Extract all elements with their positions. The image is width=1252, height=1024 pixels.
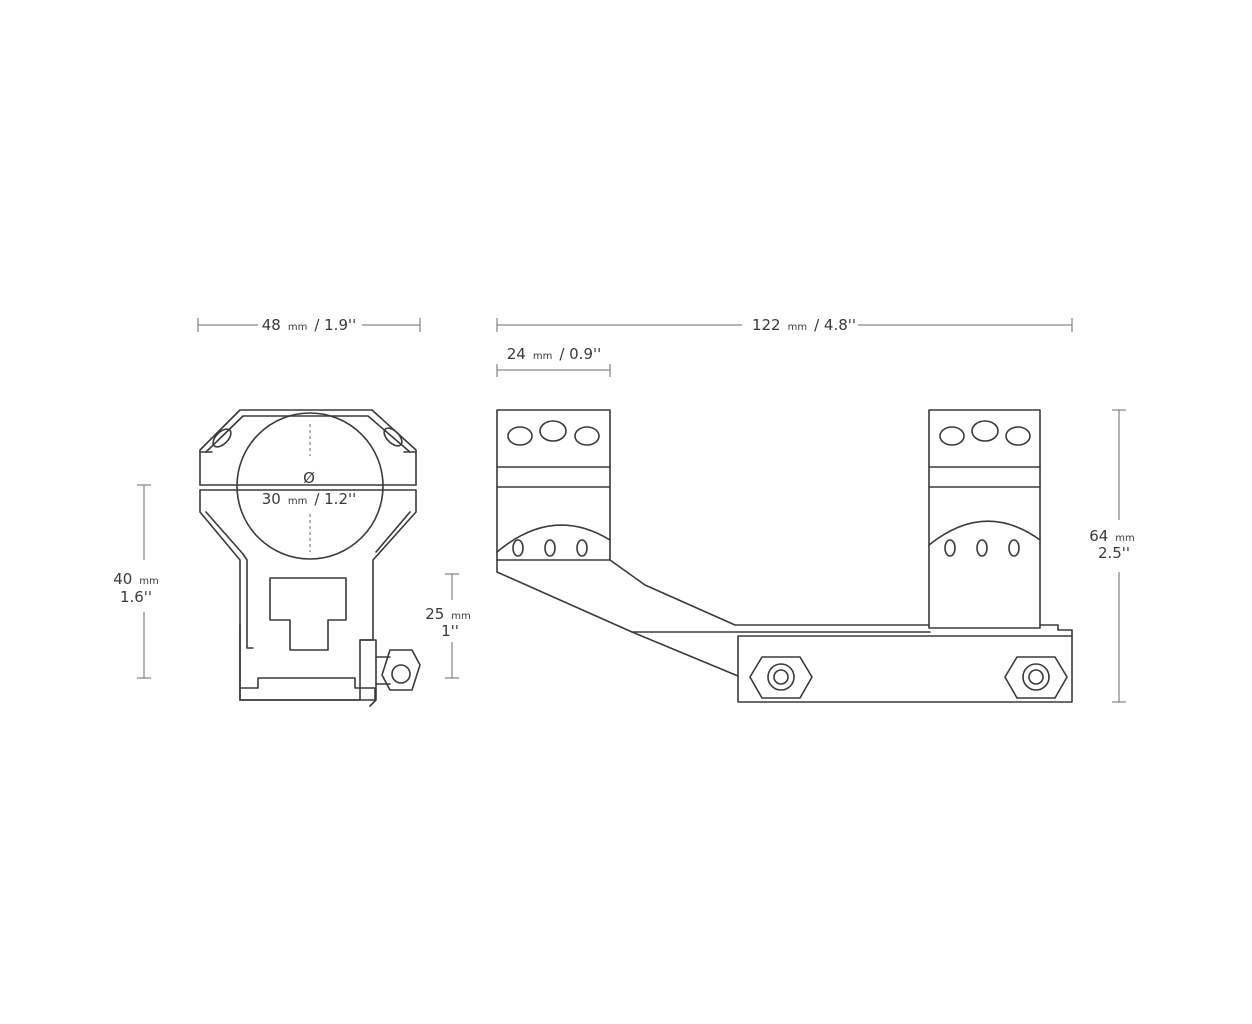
front-height-imperial: 1.6'' — [120, 588, 152, 606]
side-length-dimension — [496, 318, 1073, 332]
hex-bolt-icon — [749, 656, 813, 699]
front-body — [199, 489, 417, 701]
front-width-label: 48 mm / 1.9'' — [262, 316, 357, 334]
diameter-symbol: Ø — [303, 469, 315, 487]
rail-height-label: 25 mm — [425, 605, 471, 623]
screw-hole-icon — [212, 428, 232, 448]
side-height-imperial: 2.5'' — [1098, 544, 1130, 562]
ring-width-label: 24 mm / 0.9'' — [507, 345, 602, 363]
scope-ring-circle — [236, 412, 384, 560]
rail-clamp — [239, 677, 376, 701]
cantilever-arm — [496, 559, 931, 633]
ring-top-inner — [205, 415, 411, 453]
screw-hole-icon — [383, 427, 403, 447]
side-height-label: 64 mm — [1089, 527, 1135, 545]
ring-diameter-label: 30 mm / 1.2'' — [262, 490, 357, 508]
side-view — [496, 409, 1073, 703]
rail-height-imperial: 1'' — [441, 622, 459, 640]
front-height-label: 40 mm — [113, 570, 159, 588]
center-window — [269, 577, 347, 651]
hex-nut-icon — [375, 649, 421, 691]
side-length-label: 122 mm / 4.8'' — [752, 316, 856, 334]
ring-top-body — [199, 409, 417, 486]
front-height-dimension — [137, 484, 151, 679]
rail-height-dimension — [445, 573, 459, 679]
front-width-dimension — [197, 318, 421, 332]
front-view — [199, 409, 421, 707]
base-block — [737, 635, 1073, 703]
left-ring — [496, 409, 611, 561]
right-ring — [928, 409, 1041, 629]
side-height-dimension — [1112, 409, 1126, 703]
ring-width-dimension — [496, 364, 611, 377]
hex-bolt-icon — [1004, 656, 1068, 699]
